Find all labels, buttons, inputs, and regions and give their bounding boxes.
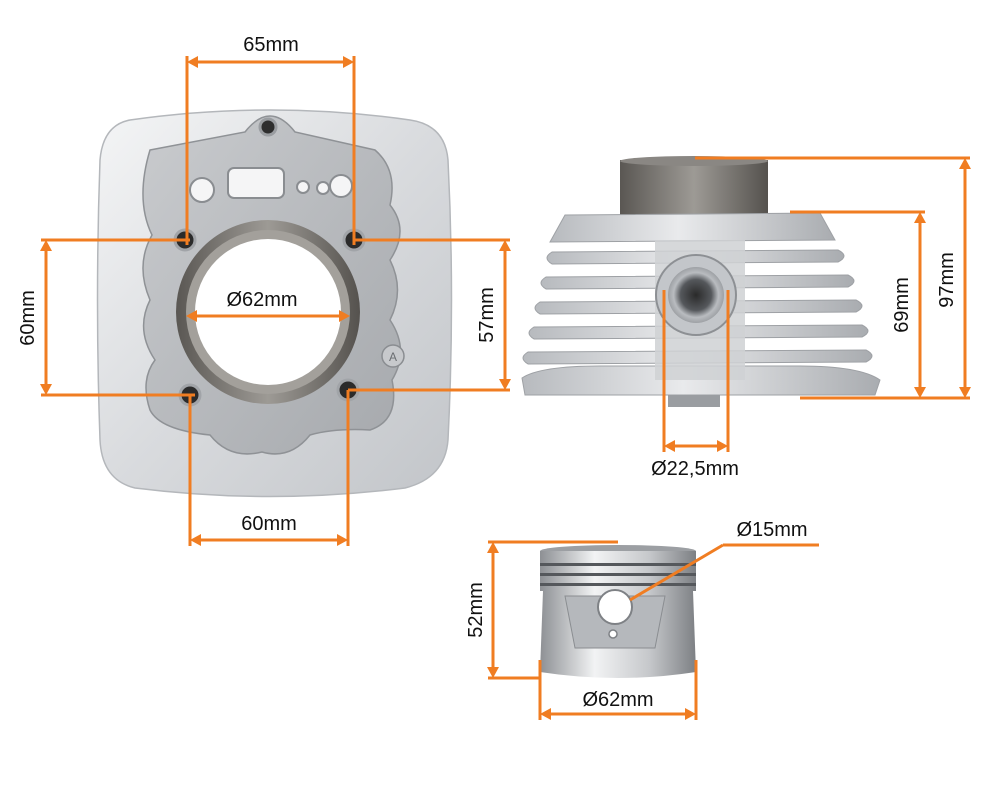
piston: [540, 545, 696, 678]
cylinder-side-view: [521, 156, 881, 407]
cylinder-bore: [195, 239, 341, 385]
piston-pin-hole: [597, 589, 633, 625]
spigot: [668, 395, 720, 407]
passage-hole-left: [189, 177, 215, 203]
dim-label-piston-diameter: Ø62mm: [582, 689, 653, 711]
piston-ring-groove-3: [540, 583, 696, 586]
passage-hole-right: [329, 174, 353, 198]
piston-ring-groove-2: [540, 573, 696, 576]
svg-text:A: A: [389, 350, 397, 364]
dim-label-left-stud-spacing: 60mm: [17, 290, 39, 346]
dim-label-top-stud-spacing: 65mm: [243, 34, 299, 56]
passage-hole-mid: [316, 181, 330, 195]
top-bolt-hole: [258, 117, 278, 137]
dim-label-bottom-stud-spacing: 60mm: [241, 513, 297, 535]
passage-hole-small: [296, 180, 310, 194]
cylinder-sleeve-top: [620, 160, 768, 215]
dim-label-piston-height: 52mm: [465, 582, 487, 638]
dim-label-pin-diameter: Ø15mm: [736, 519, 807, 541]
dim-label-total-height: 97mm: [936, 252, 958, 308]
dim-label-bore-diameter: Ø62mm: [226, 289, 297, 311]
cylinder-head-deck: [549, 212, 836, 243]
dimension-lines: [40, 56, 971, 720]
oil-passage-slot: [227, 167, 285, 199]
pin-hole-bottom-vent: [608, 629, 618, 639]
dim-label-fin-height: 69mm: [891, 277, 913, 333]
exhaust-port: [668, 267, 724, 323]
marking-a-stamp: A: [381, 344, 405, 368]
piston-ring-groove-1: [540, 563, 696, 566]
cylinder-base-skirt: [521, 365, 881, 396]
dim-label-right-stud-spacing: 57mm: [476, 287, 498, 343]
dim-label-port-diameter: Ø22,5mm: [651, 458, 739, 480]
